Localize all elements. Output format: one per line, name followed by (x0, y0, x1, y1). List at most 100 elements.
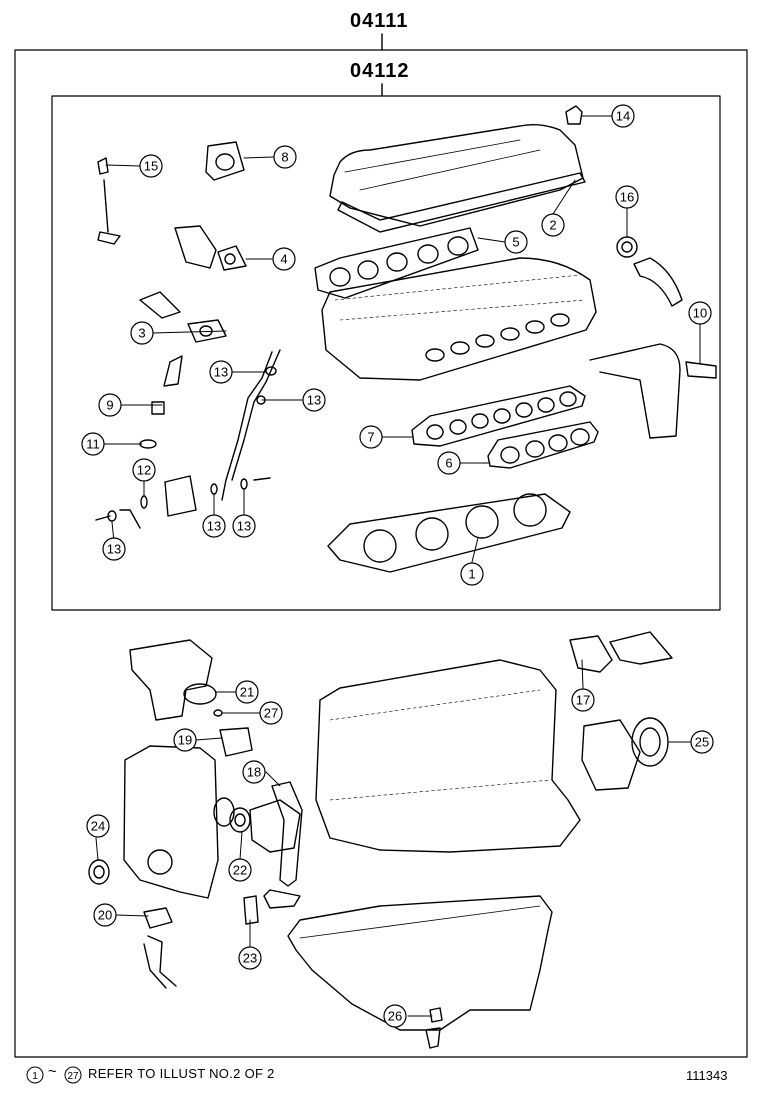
callout-circle (235, 680, 259, 704)
part-10-gasket (685, 361, 717, 379)
valve-cover (329, 123, 584, 227)
callout-10: 10 (688, 301, 712, 325)
plug-14 (565, 105, 583, 125)
callout-circle (81, 432, 105, 456)
callout-number: 3 (138, 326, 145, 341)
callout-circle (132, 458, 156, 482)
callout-circle (359, 425, 383, 449)
callout-leaders (95, 115, 701, 1017)
callout-27: 23 (238, 946, 262, 970)
gasket-3 (187, 319, 227, 343)
callout-number: 6 (445, 456, 452, 471)
callout-22: 18 (242, 760, 266, 784)
footer-range-start: 1 (32, 1071, 38, 1082)
footer-note: REFER TO ILLUST NO.2 OF 2 (88, 1066, 275, 1081)
timing-cover (123, 745, 219, 899)
callout-circle (504, 230, 528, 254)
vsv (164, 475, 197, 517)
callout-number: 23 (243, 951, 257, 966)
gasket-19 (219, 727, 253, 757)
thermostat-housing (129, 639, 213, 721)
callout-circle (102, 537, 126, 561)
upper-parts (95, 105, 717, 573)
callout-11: 11 (81, 432, 105, 456)
callout-14: 13 (302, 388, 326, 412)
manifold-gasket-5 (314, 227, 479, 299)
callout-18: 14 (611, 104, 635, 128)
callout-17: 13 (102, 537, 126, 561)
callout-24: 20 (93, 903, 117, 927)
callout-2: 2 (541, 213, 565, 237)
callout-number: 26 (388, 1009, 402, 1024)
part-17-flange (609, 631, 673, 665)
callout-19: 15 (139, 154, 163, 178)
injector (163, 355, 183, 387)
seal-24 (88, 859, 110, 885)
callout-circle (86, 814, 110, 838)
callout-31: 27 (259, 701, 283, 725)
sensor (139, 291, 181, 319)
callout-circle (139, 154, 163, 178)
callout-4: 4 (272, 247, 296, 271)
callout-number: 17 (576, 693, 590, 708)
callout-number: 27 (264, 706, 278, 721)
callout-circle (688, 301, 712, 325)
gasket-18 (271, 781, 303, 887)
head-ports (425, 313, 570, 362)
callout-5: 5 (504, 230, 528, 254)
water-pump (249, 799, 301, 853)
callout-21: 17 (571, 688, 595, 712)
outer-kit-number: 04111 (350, 10, 409, 32)
callout-number: 2 (549, 218, 556, 233)
callout-15: 13 (202, 514, 226, 538)
callout-circle (238, 946, 262, 970)
callout-circle (232, 514, 256, 538)
exhaust-gasket-6 (487, 421, 599, 469)
oil-strainer-pipe (143, 935, 177, 989)
callout-number: 10 (693, 306, 707, 321)
callout-number: 24 (91, 819, 105, 834)
callout-8: 8 (273, 145, 297, 169)
oil-seal-retainer (581, 719, 641, 791)
callout-26: 22 (228, 858, 252, 882)
callout-circle (383, 1004, 407, 1028)
callout-circle (611, 104, 635, 128)
callout-number: 13 (237, 519, 251, 534)
grommet (151, 401, 165, 415)
callout-16: 13 (232, 514, 256, 538)
callout-number: 21 (240, 685, 254, 700)
footer-range-separator: ~ (48, 1063, 57, 1080)
callout-circle (571, 688, 595, 712)
callout-25: 21 (235, 680, 259, 704)
callout-number: 18 (247, 765, 261, 780)
vacuum-hose (221, 351, 273, 501)
o-ring-27 (213, 709, 223, 717)
callout-circle (242, 760, 266, 784)
callout-number: 16 (620, 190, 634, 205)
drain-plug (425, 1027, 441, 1049)
water-inlet (174, 225, 217, 269)
seal-22 (229, 807, 251, 833)
callout-number: 13 (107, 542, 121, 557)
callout-number: 19 (178, 733, 192, 748)
callout-20: 16 (615, 185, 639, 209)
callout-circle (98, 393, 122, 417)
callout-9: 9 (98, 393, 122, 417)
callout-circle (173, 728, 197, 752)
callout-3: 3 (130, 321, 154, 345)
illustration-id: 111343 (686, 1068, 728, 1083)
callout-number: 25 (695, 735, 709, 750)
callout-number: 4 (280, 252, 287, 267)
callout-circle (690, 730, 714, 754)
oil-seal-25 (631, 717, 669, 767)
oil-seal-16 (616, 236, 638, 258)
cylinder-head (321, 257, 597, 381)
callout-number: 13 (307, 393, 321, 408)
callout-number: 7 (367, 430, 374, 445)
kit-frames (14, 33, 748, 1058)
footer-range-end: 27 (67, 1071, 79, 1082)
valve (97, 179, 121, 245)
gasket-20 (143, 907, 173, 929)
callout-28: 24 (86, 814, 110, 838)
